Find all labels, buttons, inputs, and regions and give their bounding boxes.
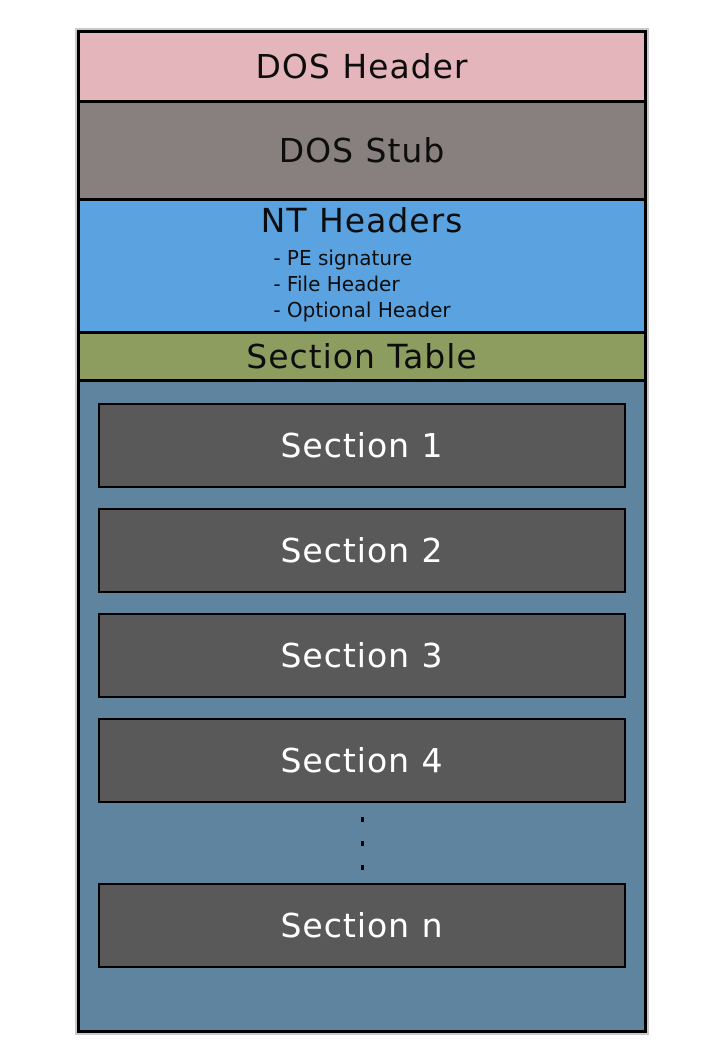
section-table-block: Section Table bbox=[80, 334, 644, 382]
section-1-box: Section 1 bbox=[98, 403, 626, 488]
sections-area: Section 1 Section 2 Section 3 Section 4 … bbox=[80, 382, 644, 1030]
pe-file-structure-diagram: DOS Header DOS Stub NT Headers - PE sign… bbox=[75, 28, 649, 1035]
section-table-label: Section Table bbox=[246, 337, 478, 376]
ellipsis-dot bbox=[360, 840, 364, 846]
section-4-label: Section 4 bbox=[280, 741, 444, 780]
section-n-box: Section n bbox=[98, 883, 626, 968]
nt-subitem-pe-signature: - PE signature bbox=[273, 246, 413, 270]
section-4-box: Section 4 bbox=[98, 718, 626, 803]
nt-subitem-optional-header: - Optional Header bbox=[273, 298, 451, 322]
nt-subitem-file-header: - File Header bbox=[273, 272, 400, 296]
section-n-label: Section n bbox=[280, 906, 444, 945]
section-3-label: Section 3 bbox=[280, 636, 444, 675]
ellipsis-dots bbox=[80, 803, 644, 883]
ellipsis-dot bbox=[360, 864, 364, 870]
dos-stub-block: DOS Stub bbox=[80, 103, 644, 201]
nt-headers-label: NT Headers bbox=[260, 201, 464, 240]
section-2-label: Section 2 bbox=[280, 531, 444, 570]
nt-headers-sublist: - PE signature - File Header - Optional … bbox=[273, 245, 450, 323]
nt-headers-block: NT Headers - PE signature - File Header … bbox=[80, 201, 644, 334]
section-2-box: Section 2 bbox=[98, 508, 626, 593]
section-3-box: Section 3 bbox=[98, 613, 626, 698]
dos-header-label: DOS Header bbox=[255, 47, 469, 86]
dos-header-block: DOS Header bbox=[80, 33, 644, 103]
dos-stub-label: DOS Stub bbox=[278, 131, 446, 170]
section-1-label: Section 1 bbox=[280, 426, 444, 465]
ellipsis-dot bbox=[360, 816, 364, 822]
